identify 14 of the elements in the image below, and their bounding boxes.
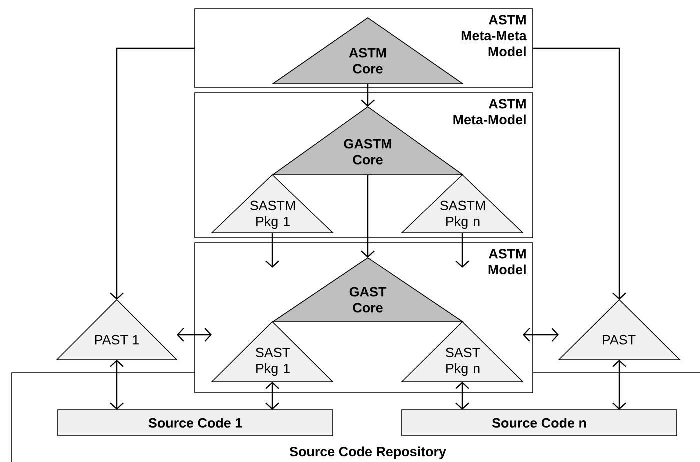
double-arrow	[177, 328, 212, 342]
arrow	[361, 84, 375, 107]
arrow	[266, 233, 280, 268]
arrow	[110, 48, 195, 300]
double-arrow	[266, 382, 280, 410]
source-code-box: Source Code n	[402, 410, 678, 436]
arrow	[361, 175, 375, 258]
double-arrow	[612, 360, 626, 410]
double-arrow	[523, 328, 559, 342]
arrow	[456, 233, 470, 268]
double-arrow	[110, 360, 124, 410]
double-arrow	[456, 382, 470, 410]
source-code-box: Source Code 1	[58, 410, 334, 436]
arrow	[533, 48, 626, 300]
